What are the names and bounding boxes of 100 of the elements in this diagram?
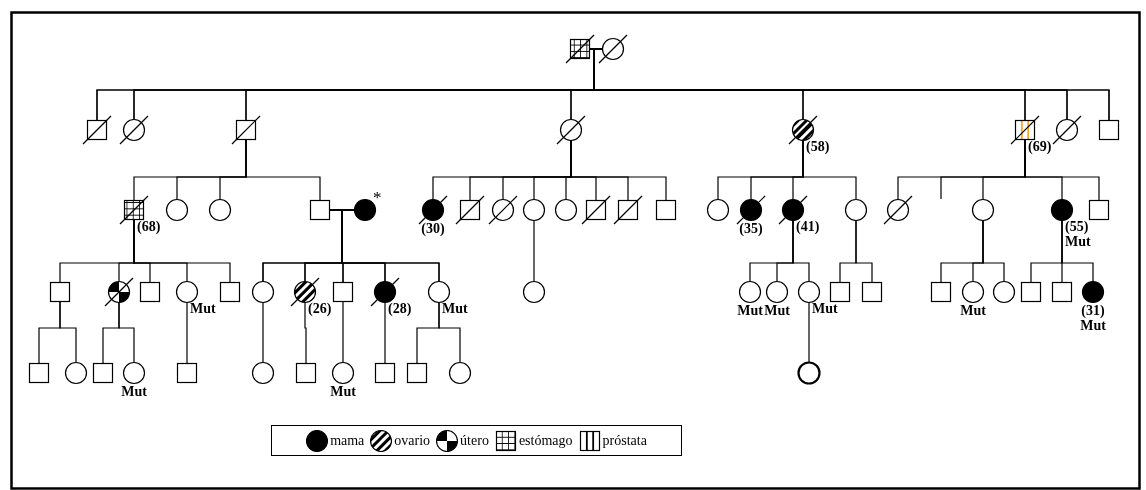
pedigree-square — [28, 362, 50, 384]
pedigree-circle — [883, 195, 913, 225]
pedigree-line — [808, 301, 810, 364]
pedigree-square — [139, 281, 161, 303]
annotation-label: (69) — [1028, 139, 1052, 154]
pedigree-line — [245, 138, 321, 202]
annotation-label: * — [373, 190, 382, 205]
annotation-label: (31) — [1081, 303, 1105, 318]
pedigree-circle — [448, 361, 472, 385]
pedigree-square — [219, 281, 241, 303]
pedigree-circle — [251, 361, 275, 385]
pedigree-circle — [119, 115, 149, 145]
pedigree-square — [82, 115, 112, 145]
pedigree-square — [613, 195, 643, 225]
pedigree-circle — [165, 198, 189, 222]
pedigree-circle — [797, 280, 821, 304]
legend-label: ovario — [394, 432, 431, 449]
pedigree-square — [861, 281, 883, 303]
pedigree-circle — [1081, 280, 1105, 304]
pedigree-circle — [331, 361, 355, 385]
legend-label: estómago — [518, 432, 573, 449]
annotation-label: (55) — [1065, 219, 1089, 234]
annotation-label: (68) — [137, 219, 161, 234]
pedigree-circle — [736, 195, 766, 225]
pedigree-circle — [706, 198, 730, 222]
pedigree-circle — [175, 280, 199, 304]
pedigree-circle — [844, 198, 868, 222]
pedigree-circle — [251, 280, 275, 304]
annotation-label: (30) — [421, 221, 445, 236]
pedigree-line — [304, 301, 307, 365]
annotation-label: (28) — [388, 301, 412, 316]
pedigree-circle — [598, 34, 628, 64]
pedigree-line — [118, 301, 135, 364]
pedigree-square — [1020, 281, 1042, 303]
pedigree-square — [374, 362, 396, 384]
pedigree-square — [455, 195, 485, 225]
pedigree-square — [295, 362, 317, 384]
pedigree-line — [342, 300, 344, 364]
pedigree-line — [1061, 219, 1094, 283]
pedigree-square — [581, 195, 611, 225]
pedigree-circle — [122, 361, 146, 385]
annotation-label: Mut — [121, 384, 147, 399]
annotation-label: (41) — [796, 219, 820, 234]
pedigree-circle — [353, 198, 377, 222]
pedigree-square — [406, 362, 428, 384]
pedigree-line — [262, 301, 264, 364]
pedigree-circle — [488, 195, 518, 225]
pedigree-square — [565, 34, 595, 64]
pedigree-line — [570, 139, 667, 202]
annotation-label: Mut — [812, 301, 838, 316]
pedigree-circle — [522, 198, 546, 222]
pedigree-line — [792, 219, 810, 283]
pedigree-circle — [1050, 198, 1074, 222]
annotation-label: Mut — [960, 303, 986, 318]
annotation-label: Mut — [1080, 318, 1106, 333]
pedigree-square — [1051, 281, 1073, 303]
pedigree-circle — [522, 280, 546, 304]
pedigree-circle — [418, 195, 448, 225]
pedigree-square — [1098, 119, 1120, 141]
pedigree-square — [176, 362, 198, 384]
pedigree-line — [186, 301, 188, 365]
pedigree-circle — [104, 277, 134, 307]
annotation-label: Mut — [737, 303, 763, 318]
annotation-label: (35) — [739, 221, 763, 236]
pedigree-circle — [64, 361, 88, 385]
legend-label: próstata — [602, 432, 647, 449]
pedigree-line — [855, 219, 873, 284]
pedigree-square — [1088, 199, 1110, 221]
pedigree-circle — [961, 280, 985, 304]
annotation-label: Mut — [1065, 234, 1091, 249]
pedigree-square — [655, 199, 677, 221]
legend-label: mama — [330, 432, 365, 449]
pedigree-square — [930, 281, 952, 303]
pedigree-circle — [738, 280, 762, 304]
pedigree-square — [49, 281, 71, 303]
pedigree-circle — [208, 198, 232, 222]
annotation-label: (58) — [806, 139, 830, 154]
pedigree-circle — [556, 115, 586, 145]
pedigree-line — [438, 301, 461, 364]
pedigree-circle — [554, 198, 578, 222]
annotation-label: Mut — [190, 301, 216, 316]
pedigree-circle — [427, 280, 451, 304]
annotation-label: Mut — [330, 384, 356, 399]
pedigree-circle — [797, 361, 821, 385]
annotation-label: (26) — [308, 301, 332, 316]
pedigree-circle — [765, 280, 789, 304]
annotation-label: Mut — [764, 303, 790, 318]
pedigree-line — [802, 139, 857, 201]
pedigree-square — [332, 281, 354, 303]
pedigree-square — [309, 199, 331, 221]
pedigree-line — [982, 219, 1005, 283]
pedigree-square — [231, 115, 261, 145]
pedigree-circle — [1052, 115, 1082, 145]
legend-label: útero — [460, 432, 489, 449]
pedigree-line — [384, 301, 386, 365]
pedigree-square — [92, 362, 114, 384]
annotation-label: Mut — [442, 301, 468, 316]
pedigree-line — [533, 219, 535, 283]
pedigree-line — [59, 300, 77, 364]
pedigree-circle — [971, 198, 995, 222]
